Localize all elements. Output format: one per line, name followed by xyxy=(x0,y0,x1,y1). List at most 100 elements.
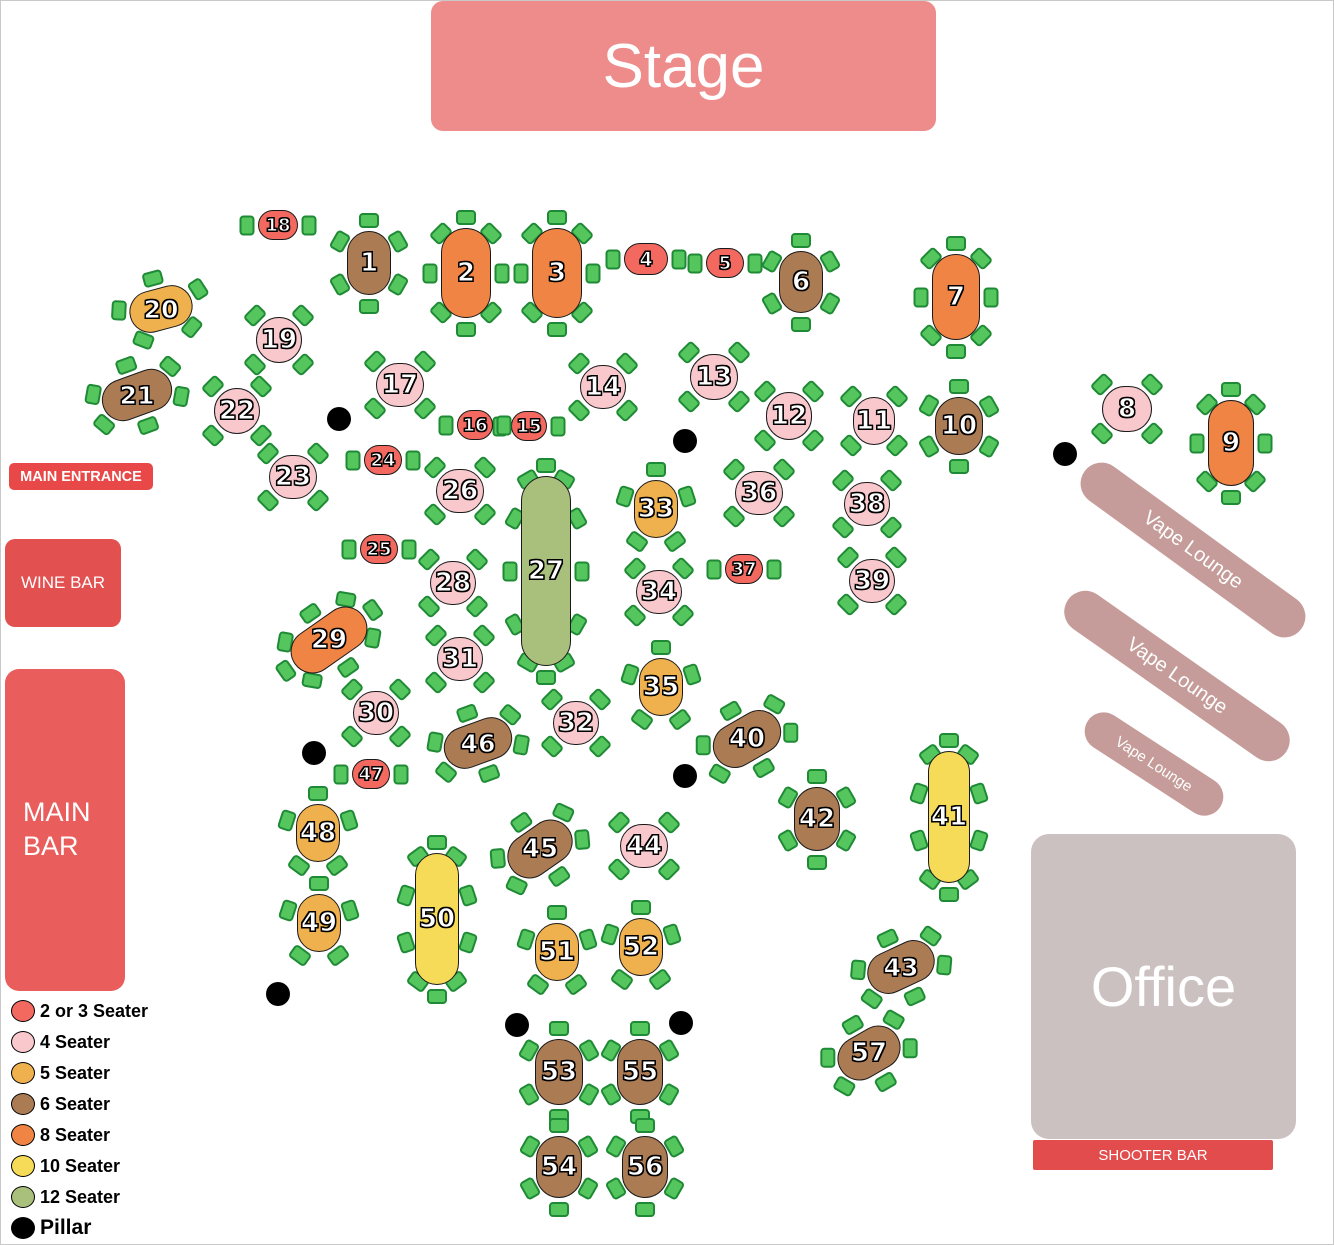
table-13[interactable]: 13 xyxy=(676,340,752,414)
table-9[interactable]: 9 xyxy=(1189,381,1273,505)
table-6[interactable]: 6 xyxy=(760,232,842,332)
table-number: 34 xyxy=(640,577,678,608)
legend-label: 4 Seater xyxy=(40,1031,111,1052)
legend-swatch-icon xyxy=(11,1217,35,1239)
chair-icon xyxy=(983,287,999,307)
chair-icon xyxy=(791,232,811,248)
table-57[interactable]: 57 xyxy=(820,1008,918,1098)
table-43[interactable]: 43 xyxy=(849,923,953,1011)
table-31[interactable]: 31 xyxy=(423,623,497,695)
table-53[interactable]: 53 xyxy=(517,1020,601,1124)
table-24[interactable]: 24 xyxy=(345,445,421,475)
table-12[interactable]: 12 xyxy=(752,378,826,454)
chair-icon xyxy=(308,785,328,801)
chair-icon xyxy=(820,1047,836,1068)
table-32[interactable]: 32 xyxy=(539,687,613,759)
table-23[interactable]: 23 xyxy=(255,441,331,513)
chair-icon xyxy=(605,249,621,269)
table-52[interactable]: 52 xyxy=(599,899,683,992)
table-46[interactable]: 46 xyxy=(425,702,531,784)
table-30[interactable]: 30 xyxy=(339,677,413,749)
legend-label: 8 Seater xyxy=(40,1124,111,1145)
table-19[interactable]: 19 xyxy=(242,303,316,377)
table-39[interactable]: 39 xyxy=(835,545,909,617)
legend-swatch-icon xyxy=(11,1155,35,1177)
table-top xyxy=(624,243,668,275)
table-number: 55 xyxy=(621,1057,659,1088)
table-35[interactable]: 35 xyxy=(619,639,703,732)
table-29[interactable]: 29 xyxy=(273,590,385,690)
table-40[interactable]: 40 xyxy=(696,692,798,786)
table-45[interactable]: 45 xyxy=(489,801,591,897)
table-7[interactable]: 7 xyxy=(913,235,999,359)
main-entrance-label: MAIN ENTRANCE xyxy=(20,468,142,485)
chair-icon xyxy=(574,561,590,581)
chair-icon xyxy=(578,927,599,952)
chair-icon xyxy=(635,1201,655,1217)
table-2[interactable]: 2 xyxy=(422,209,510,337)
legend-item-2-3: 2 or 3 Seater xyxy=(11,998,148,1024)
table-27[interactable]: 27 xyxy=(502,457,590,685)
table-number: 39 xyxy=(853,566,891,597)
table-11[interactable]: 11 xyxy=(839,383,909,459)
table-26[interactable]: 26 xyxy=(422,455,498,527)
table-56[interactable]: 56 xyxy=(604,1117,686,1217)
table-21[interactable]: 21 xyxy=(84,353,190,437)
table-20[interactable]: 20 xyxy=(110,268,210,352)
table-41[interactable]: 41 xyxy=(908,732,990,902)
office-label: Office xyxy=(1090,955,1237,1018)
chair-icon xyxy=(1221,381,1241,397)
table-47[interactable]: 47 xyxy=(333,759,409,789)
table-3[interactable]: 3 xyxy=(513,209,601,337)
chair-icon xyxy=(456,209,476,225)
table-14[interactable]: 14 xyxy=(566,351,640,423)
chair-icon xyxy=(747,253,763,273)
chair-icon xyxy=(807,854,827,870)
table-22[interactable]: 22 xyxy=(200,374,274,448)
table-4[interactable]: 4 xyxy=(605,243,687,275)
legend-item-pillar: Pillar xyxy=(11,1215,148,1241)
table-37[interactable]: 37 xyxy=(706,554,782,584)
chair-icon xyxy=(631,899,651,915)
table-42[interactable]: 42 xyxy=(776,768,858,870)
legend-label: 5 Seater xyxy=(40,1062,111,1083)
table-36[interactable]: 36 xyxy=(721,457,797,529)
table-44[interactable]: 44 xyxy=(606,810,682,882)
table-number: 7 xyxy=(946,282,966,313)
table-33[interactable]: 33 xyxy=(614,461,698,554)
pillar xyxy=(1053,442,1077,466)
table-16[interactable]: 16 xyxy=(438,410,512,440)
chair-icon xyxy=(1189,433,1205,453)
table-28[interactable]: 28 xyxy=(416,547,490,619)
legend-swatch-icon xyxy=(11,1031,35,1053)
table-38[interactable]: 38 xyxy=(830,468,904,540)
table-54[interactable]: 54 xyxy=(518,1117,600,1217)
table-48[interactable]: 48 xyxy=(276,785,360,878)
table-10[interactable]: 10 xyxy=(917,378,1001,474)
table-25[interactable]: 25 xyxy=(341,534,417,564)
table-top xyxy=(352,759,390,789)
table-top xyxy=(619,918,663,976)
main-entrance-zone: MAIN ENTRANCE xyxy=(9,463,153,490)
table-15[interactable]: 15 xyxy=(492,411,566,441)
shooter-bar-zone: SHOOTER BAR xyxy=(1033,1140,1273,1170)
chair-icon xyxy=(502,561,518,581)
legend-swatch-icon xyxy=(11,1062,35,1084)
table-51[interactable]: 51 xyxy=(515,904,599,997)
table-1[interactable]: 1 xyxy=(328,212,410,314)
chair-icon xyxy=(277,898,298,923)
table-number: 49 xyxy=(300,908,338,939)
table-17[interactable]: 17 xyxy=(362,349,438,421)
table-49[interactable]: 49 xyxy=(277,875,361,968)
pillar xyxy=(266,982,290,1006)
chair-icon xyxy=(456,321,476,337)
table-5[interactable]: 5 xyxy=(687,248,763,278)
table-top xyxy=(725,554,763,584)
table-34[interactable]: 34 xyxy=(622,556,696,628)
table-18[interactable]: 18 xyxy=(239,210,317,240)
table-50[interactable]: 50 xyxy=(395,834,479,1004)
table-55[interactable]: 55 xyxy=(599,1020,681,1124)
table-top xyxy=(844,482,890,526)
table-8[interactable]: 8 xyxy=(1089,372,1165,446)
